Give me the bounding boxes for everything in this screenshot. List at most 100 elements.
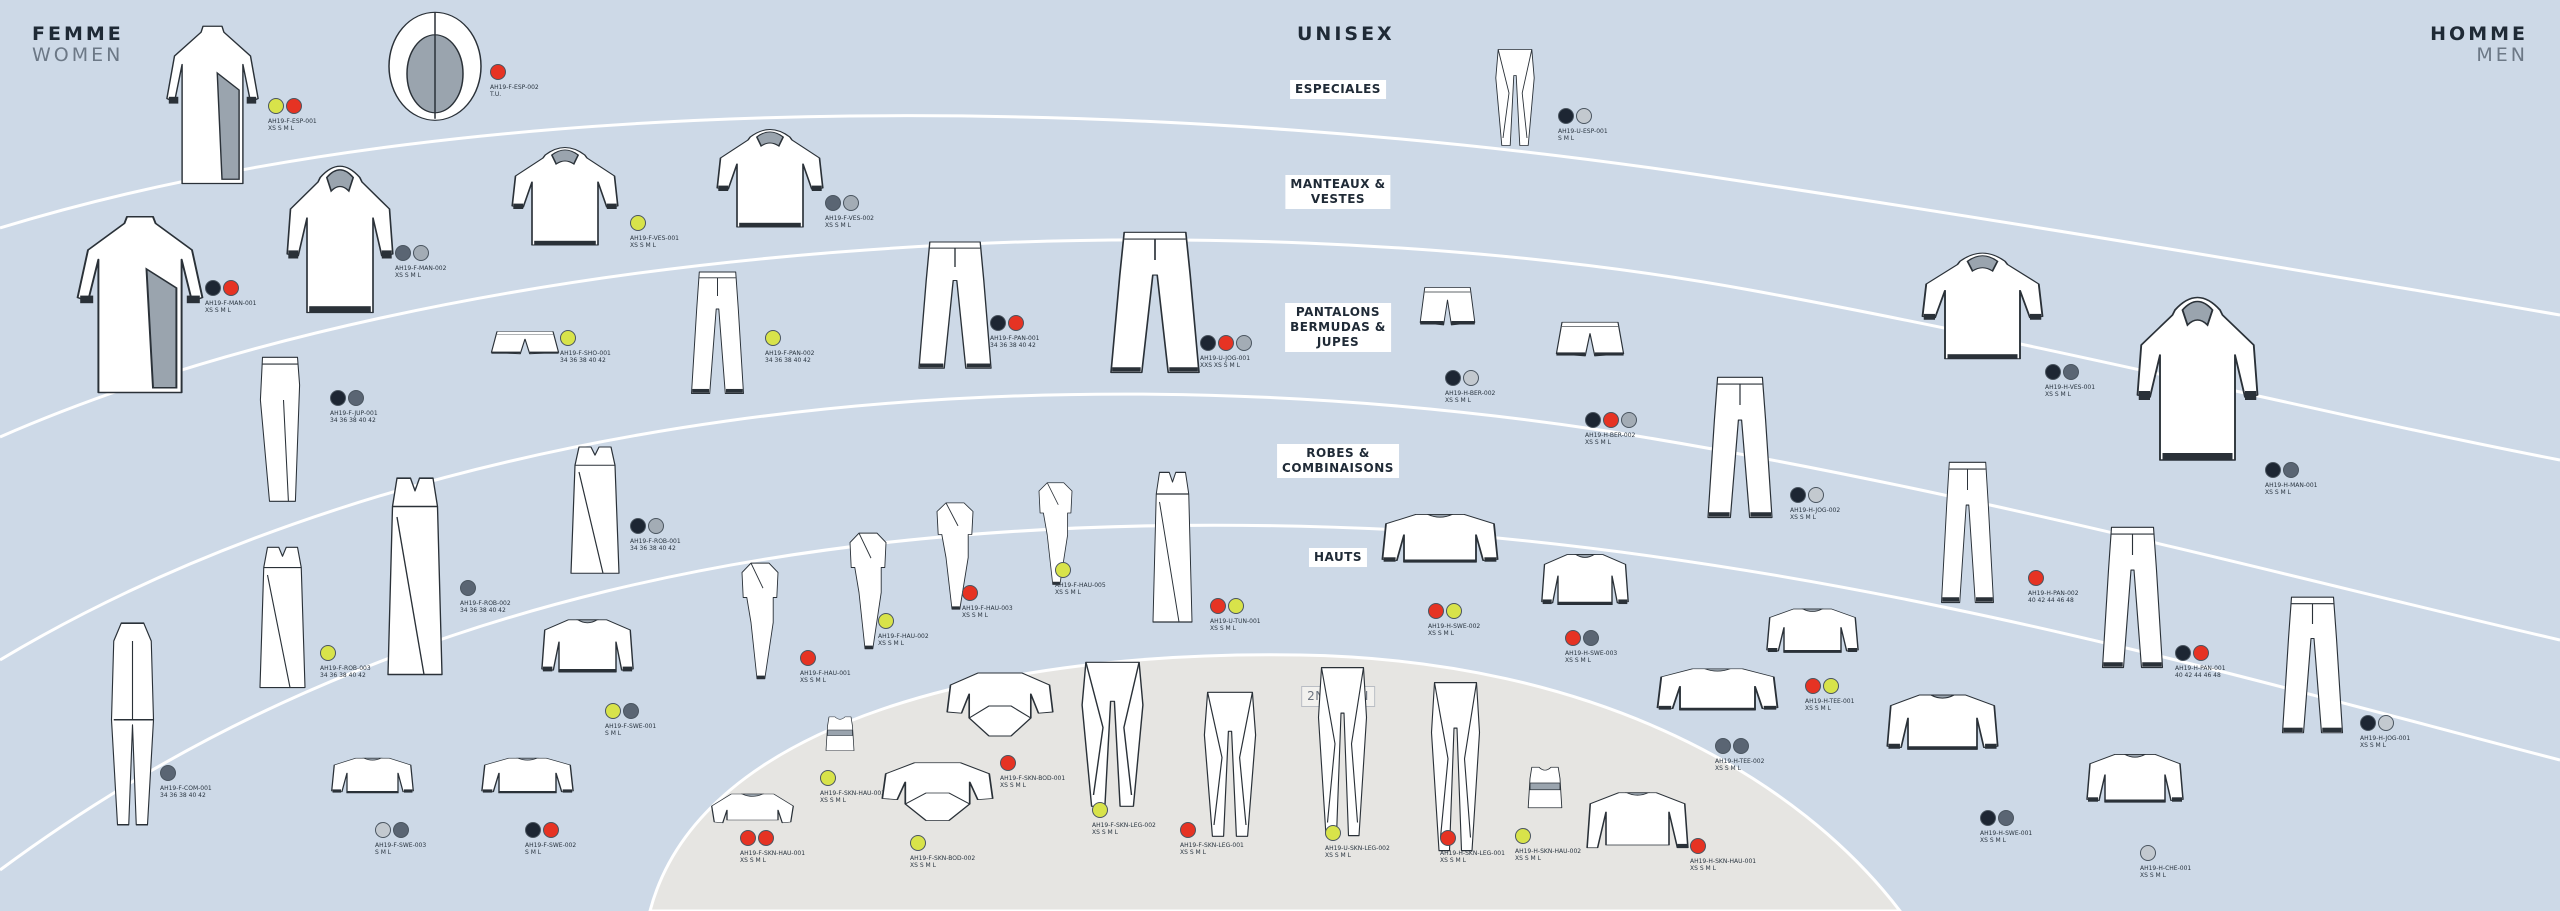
color-swatches	[1428, 603, 1462, 619]
color-swatches	[1440, 830, 1456, 846]
garment-sketch-hoodie	[2135, 285, 2260, 485]
body-sketch-icon	[849, 532, 887, 650]
top-sketch-icon	[481, 757, 574, 794]
top-sketch-icon	[1766, 608, 1859, 653]
pants-sketch-icon	[1941, 461, 1994, 604]
item-code: AH19-F-SKN-HAU-003	[820, 790, 886, 797]
garment-sketch-top	[1885, 690, 2000, 815]
garment-sketch-tank	[1515, 765, 1575, 855]
color-swatches	[1715, 738, 1749, 754]
item-code: AH19-U-SKN-LEG-002	[1325, 845, 1390, 852]
shorts-sketch-icon	[1419, 287, 1476, 326]
garment-sketch-body	[1028, 480, 1083, 590]
longsleeve-sketch-icon	[1586, 792, 1689, 849]
garment-sketch-legging	[1485, 48, 1545, 148]
color-swatch-navy	[1980, 810, 1996, 826]
item-code: AH19-F-SWE-002	[525, 842, 577, 849]
garment-sketch-bodysuit	[880, 760, 995, 870]
item-sizes: XS S M L	[395, 272, 421, 279]
color-swatches	[320, 645, 336, 661]
color-swatch-slate	[623, 703, 639, 719]
item-code: AH19-F-MAN-001	[205, 300, 257, 307]
item-code: AH19-H-SWE-001	[1980, 830, 2033, 837]
item-code: AH19-F-ROB-002	[460, 600, 511, 607]
pants-sketch-icon	[2281, 596, 2344, 734]
item-sizes: 34 36 38 40 42	[160, 792, 206, 799]
color-swatch-lime	[1446, 603, 1462, 619]
legging-sketch-icon	[1203, 691, 1257, 837]
item-code: AH19-F-HAU-003	[962, 605, 1013, 612]
color-swatches	[490, 64, 506, 80]
category-manteaux-vestes: MANTEAUX & VESTES	[1285, 175, 1391, 209]
color-swatch-lime	[820, 770, 836, 786]
color-swatches	[460, 580, 476, 596]
color-swatch-red	[1210, 598, 1226, 614]
color-swatch-silver	[375, 822, 391, 838]
color-swatch-navy	[330, 390, 346, 406]
body-sketch-icon	[1038, 482, 1073, 585]
color-swatch-navy	[2175, 645, 2191, 661]
garment-sketch-dress	[370, 475, 460, 685]
color-swatches	[1092, 802, 1108, 818]
pants-sketch-icon	[918, 241, 992, 369]
item-sizes: XS S M L	[2360, 742, 2386, 749]
color-swatch-lime	[1092, 802, 1108, 818]
item-sizes: XS S M L	[1690, 865, 1716, 872]
tank-sketch-icon	[1527, 766, 1563, 809]
garment-sketch-top	[1655, 665, 1780, 760]
header-men: HOMME MEN	[2430, 24, 2528, 66]
item-code: AH19-H-SKN-LEG-001	[1440, 850, 1505, 857]
garment-sketch-shorts	[1550, 320, 1630, 410]
item-code: AH19-H-JOG-002	[1790, 507, 1841, 514]
item-code: AH19-H-SWE-002	[1428, 623, 1481, 630]
item-sizes: XS S M L	[825, 222, 851, 229]
item-code: AH19-F-MAN-002	[395, 265, 447, 272]
item-sizes: XS S M L	[1585, 439, 1611, 446]
garment-sketch-longsleeve	[1585, 790, 1690, 900]
item-sizes: XS S M L	[878, 640, 904, 647]
skirt-sketch-icon	[259, 356, 301, 502]
top-sketch-icon	[331, 757, 414, 794]
dress-sketch-icon	[259, 546, 306, 689]
item-code: AH19-F-ROB-001	[630, 538, 681, 545]
item-sizes: XS S M L	[1092, 829, 1118, 836]
item-sizes: XS S M L	[1325, 852, 1351, 859]
item-sizes: S M L	[525, 849, 542, 856]
color-swatches	[1445, 370, 1479, 386]
garment-sketch-legging	[1305, 665, 1380, 840]
item-sizes: XS S M L	[1210, 625, 1236, 632]
garment-sketch-pod	[385, 10, 485, 160]
item-code: AH19-F-PAN-001	[990, 335, 1040, 342]
garment-sketch-pants	[1935, 460, 2000, 610]
color-swatches	[1055, 562, 1071, 578]
hoodie-sketch-icon	[716, 129, 824, 228]
pants-sketch-icon	[2101, 526, 2164, 669]
color-swatches	[1565, 630, 1599, 646]
color-swatch-navy	[1585, 412, 1601, 428]
item-code: AH19-H-PAN-002	[2028, 590, 2079, 597]
item-sizes: XS S M L	[268, 125, 294, 132]
garment-sketch-top	[480, 755, 575, 835]
item-code: AH19-F-SWE-001	[605, 723, 657, 730]
header-women: FEMME WOMEN	[32, 24, 124, 66]
item-sizes: XS S M L	[1440, 857, 1466, 864]
color-swatch-silver	[1576, 108, 1592, 124]
garment-sketch-top	[2085, 750, 2185, 860]
item-sizes: XS S M L	[1445, 397, 1471, 404]
crop-sketch-icon	[711, 793, 794, 824]
body-sketch-icon	[741, 562, 779, 680]
garment-sketch-shorts	[1415, 285, 1480, 385]
